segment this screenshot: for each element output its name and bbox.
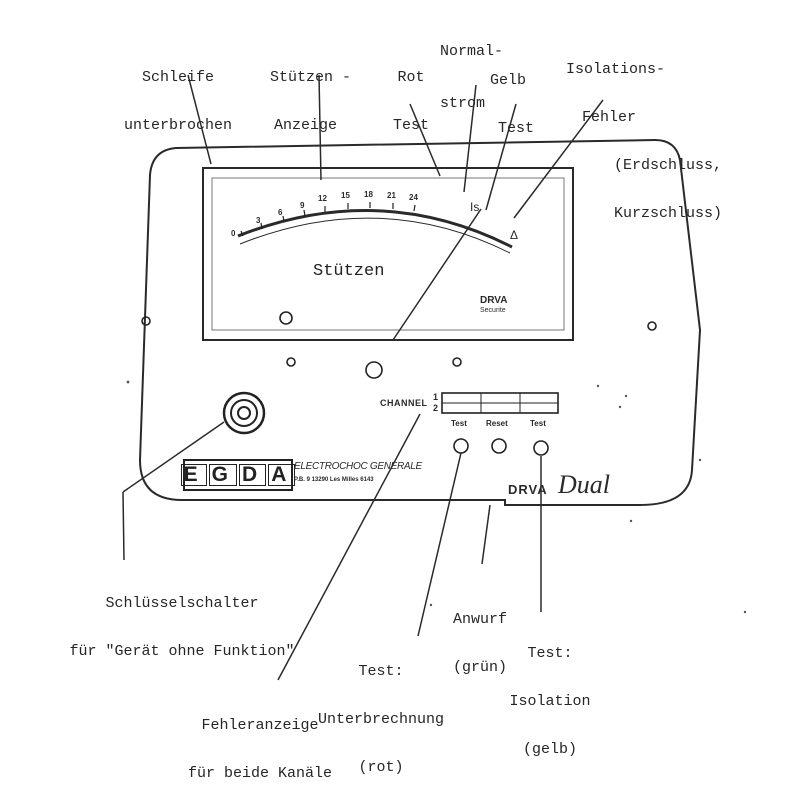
scale-tick-15: 15 — [341, 191, 350, 200]
scale-tick-3: 3 — [256, 216, 261, 225]
left-screw — [141, 316, 151, 326]
callout-gelb-test: Gelb Test — [490, 72, 535, 137]
test-button-yellow — [533, 440, 549, 456]
scale-tick-12: 12 — [318, 194, 327, 203]
button-label-reset: Reset — [486, 419, 508, 428]
channel-label: CHANNEL — [380, 398, 428, 408]
product-brand: DRVA — [508, 482, 548, 497]
callout-stuetzen-anzeige: Stützen - Anzeige — [270, 69, 352, 134]
housing-outline — [138, 138, 702, 506]
maker-address: P.B. 9 13290 Les Milles 6143 — [294, 477, 374, 483]
scale-tick-24: 24 — [409, 193, 418, 202]
scale-tick-21: 21 — [387, 191, 396, 200]
button-label-test-1: Test — [451, 419, 467, 428]
meter-dial-label: Stützen — [313, 262, 385, 281]
normal-current-mark: Is — [470, 200, 480, 214]
key-switch-outer — [222, 391, 266, 435]
callout-schluesselschalter: Schlüsselschalter für "Gerät ohne Funkti… — [69, 595, 295, 660]
scale-tick-0: 0 — [231, 229, 236, 238]
maker-name: ELECTROCHOC GENERALE — [294, 461, 422, 472]
callout-test-isolation: Test: Isolation (gelb) — [509, 645, 591, 758]
fault-delta-mark: Δ — [510, 228, 519, 242]
knob-right — [452, 357, 462, 367]
reset-button-green — [491, 438, 507, 454]
meter-scale-arc — [237, 209, 513, 249]
channel-1-label: 1 — [433, 392, 439, 402]
knob-left — [286, 357, 296, 367]
maker-logo: E G D A — [180, 459, 296, 491]
meter-brand: DRVA — [480, 295, 508, 306]
callout-rot-test: Rot Test — [392, 69, 429, 134]
callout-fehleranzeige: Fehleranzeige für beide Kanäle — [187, 717, 333, 782]
scale-tick-6: 6 — [278, 208, 283, 217]
meter-brand-sub: Securite — [480, 307, 506, 314]
knob-center — [365, 361, 383, 379]
right-screw — [647, 321, 657, 331]
test-button-red — [453, 438, 469, 454]
channel-2-label: 2 — [433, 403, 439, 413]
scale-tick-18: 18 — [364, 190, 373, 199]
callout-isolationsfehler: Isolations- Fehler (Erdschluss, Kurzschl… — [566, 61, 723, 222]
meter-window — [202, 167, 574, 341]
callout-normalstrom: Normal- strom — [440, 43, 504, 112]
device-drawing — [122, 74, 747, 681]
product-model: Dual — [558, 470, 610, 499]
scale-tick-9: 9 — [300, 201, 305, 210]
button-label-test-2: Test — [530, 419, 546, 428]
callout-anwurf: Anwurf (grün) — [452, 611, 507, 676]
meter-zero-screw — [279, 311, 293, 325]
callout-schleife-unterbrochen: Schleife unterbrochen — [123, 69, 233, 134]
